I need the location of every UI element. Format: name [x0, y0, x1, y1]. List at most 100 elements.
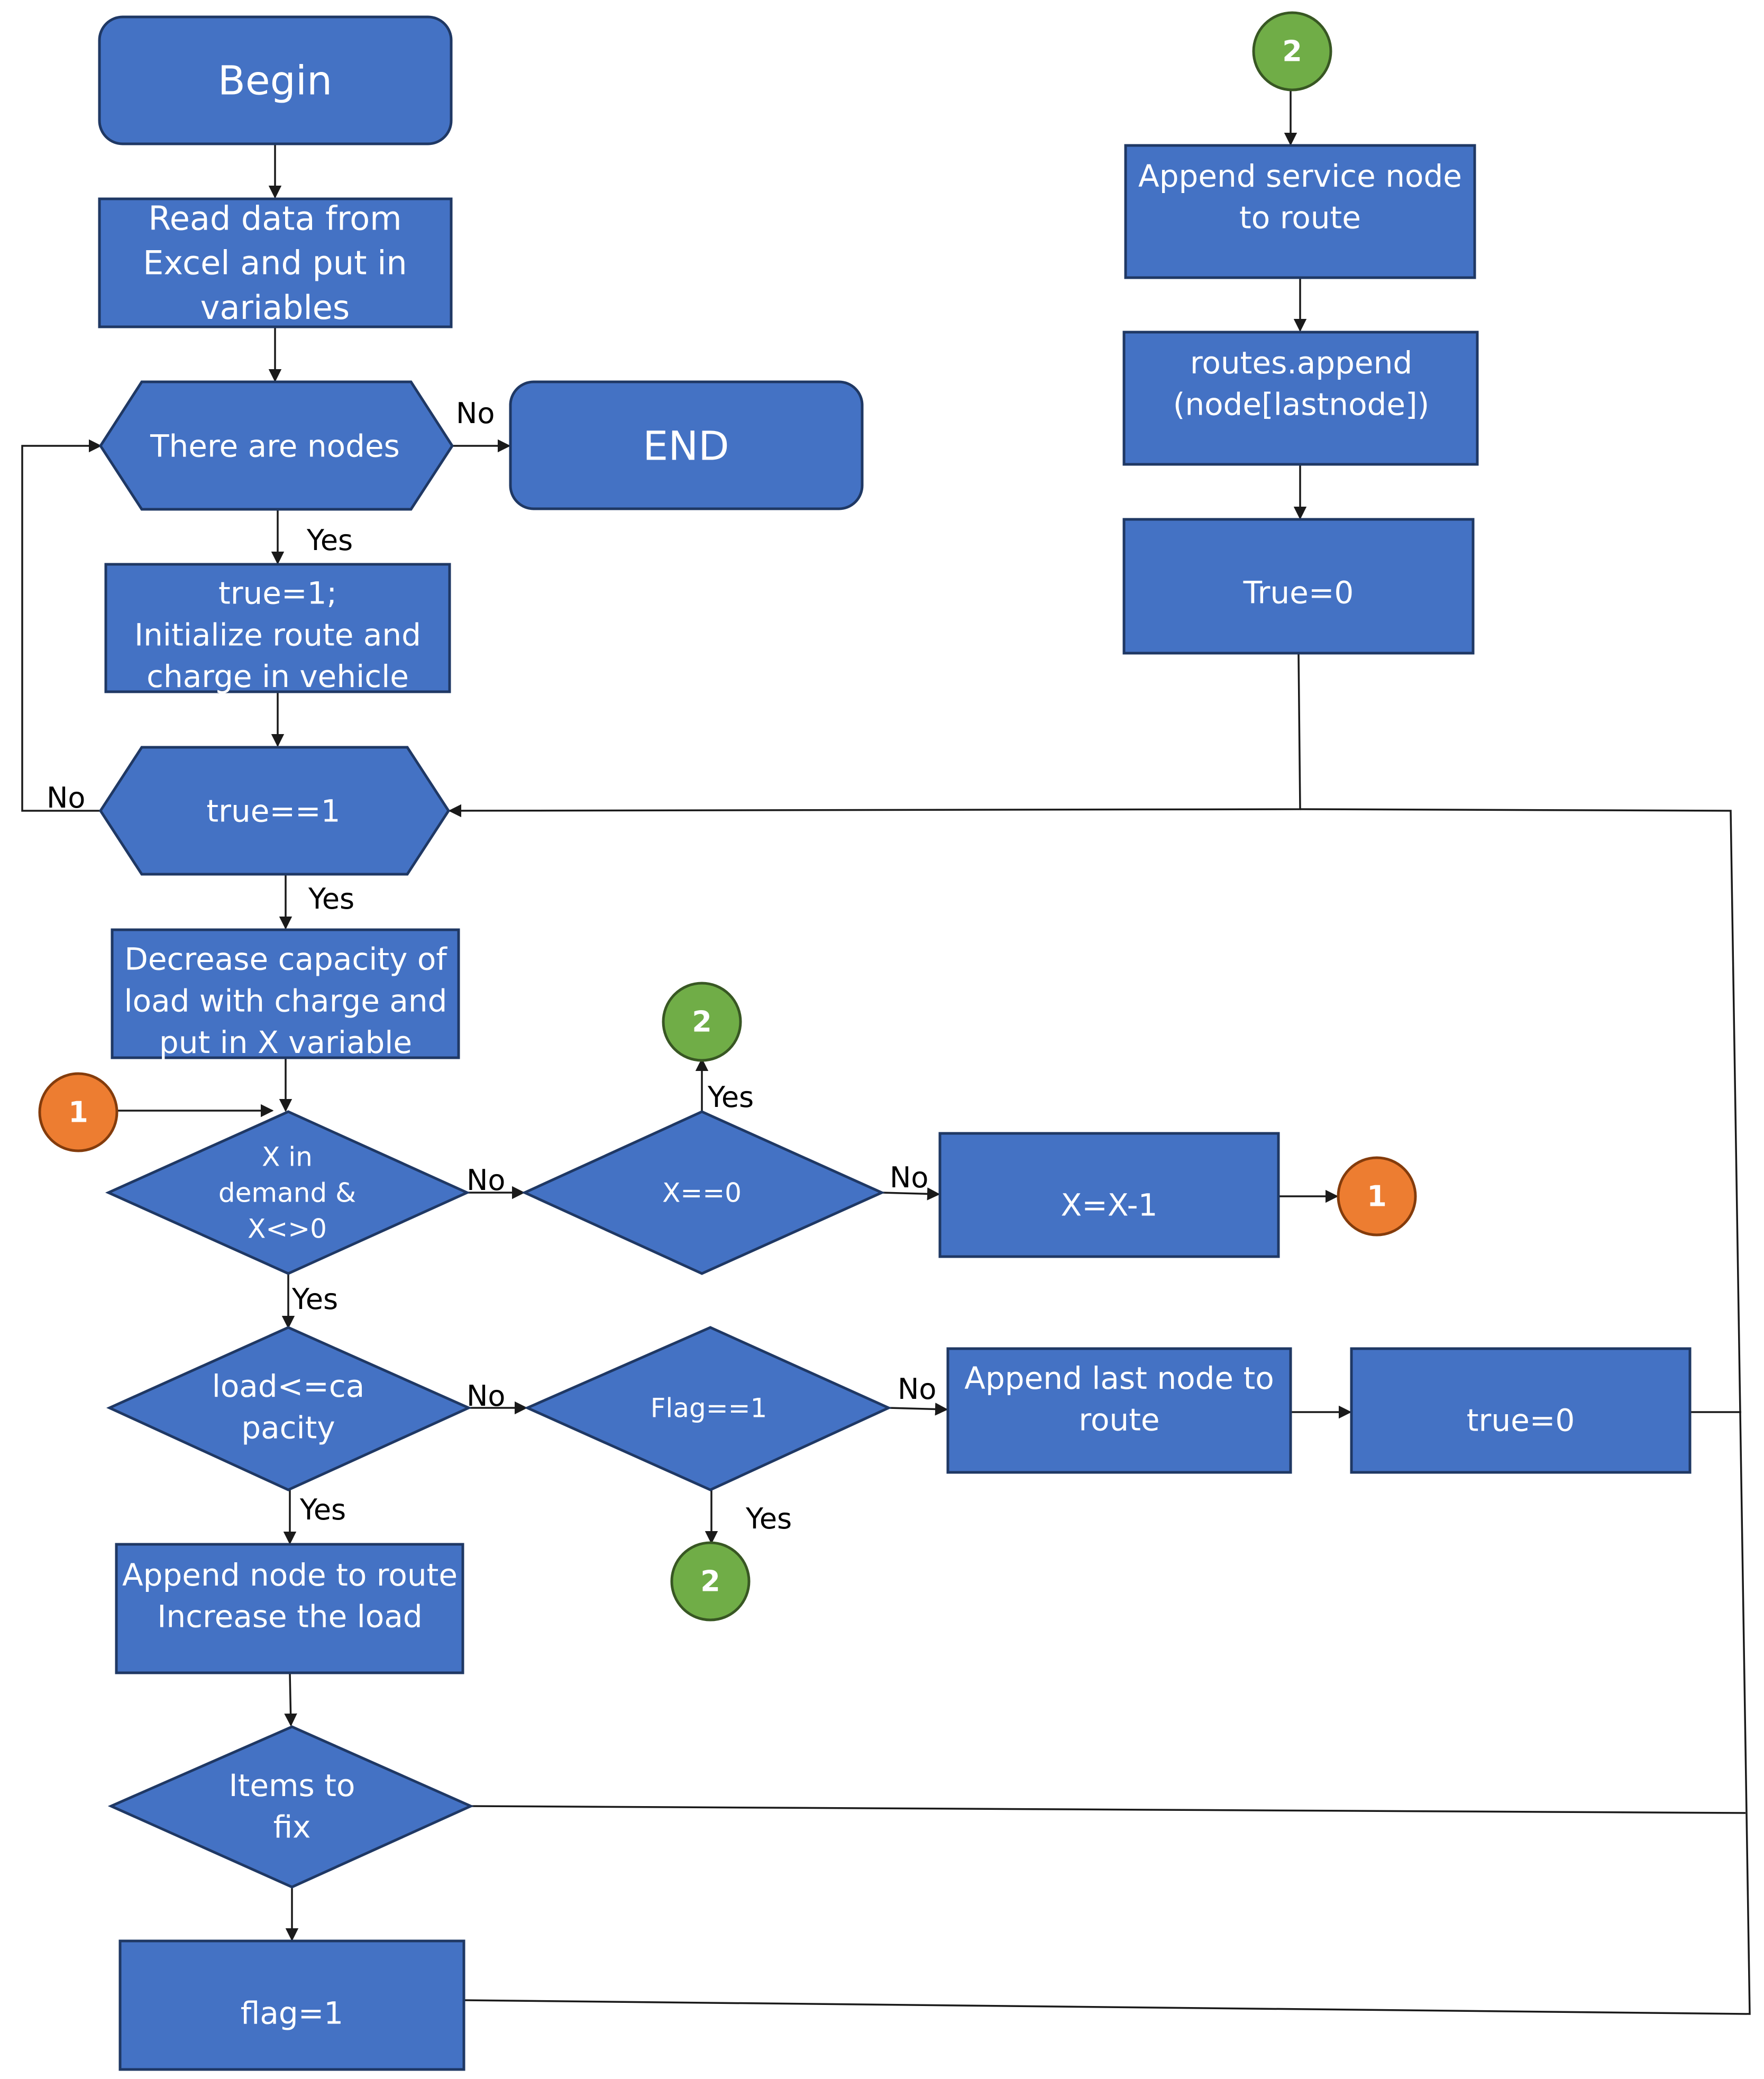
true-eq-0-lower-node[interactable]: true=0 — [1350, 1347, 1692, 1474]
x-in-demand-decision[interactable]: X in demand & X<>0 — [105, 1110, 471, 1275]
label-no-flag: No — [467, 1379, 505, 1413]
node-label-line: END — [643, 423, 729, 470]
connector-2-top[interactable]: 2 — [1252, 11, 1332, 91]
label-no-xdec: No — [890, 1161, 928, 1194]
svg-text:2: 2 — [692, 1005, 712, 1039]
there-are-nodes-decision[interactable]: There are nodes — [99, 380, 454, 511]
svg-text:X==0: X==0 — [662, 1178, 742, 1208]
node-label-line: true=1; — [218, 575, 337, 611]
node-label-line: X==0 — [662, 1178, 742, 1208]
svg-text:Flag==1: Flag==1 — [651, 1393, 767, 1424]
node-label-line: demand & — [218, 1178, 356, 1208]
node-label-line: Excel and put in — [143, 244, 407, 282]
svg-text:true=0: true=0 — [1467, 1402, 1575, 1438]
label-no-append-last: No — [898, 1372, 936, 1406]
svg-text:2: 2 — [700, 1565, 720, 1598]
true-eq-1-decision[interactable]: true==1 — [99, 746, 450, 876]
true-eq-0-upper-node[interactable]: True=0 — [1122, 518, 1475, 655]
node-label-line: Increase the load — [157, 1599, 422, 1635]
svg-text:flag=1: flag=1 — [241, 1995, 343, 2031]
node-label-line: pacity — [241, 1410, 335, 1446]
label-yes-append-node: Yes — [299, 1493, 346, 1526]
label-yes-load: Yes — [291, 1283, 338, 1316]
node-label-line: X<>0 — [248, 1214, 327, 1244]
edge-upper-true0-to-loop — [448, 653, 1301, 818]
connector-1-left[interactable]: 1 — [38, 1072, 118, 1152]
flag-eq-1-decision[interactable]: Flag==1 — [524, 1326, 892, 1491]
svg-text:load<=capacity: load<=capacity — [212, 1368, 365, 1446]
label-no-end: No — [456, 397, 495, 430]
edges — [21, 89, 1751, 2015]
x-eq-0-decision[interactable]: X==0 — [521, 1110, 885, 1275]
node-label-line: Read data from — [148, 199, 401, 237]
items-to-fix-decision[interactable]: Items to fix — [107, 1725, 474, 1889]
node-label-line: Decrease capacity of — [124, 941, 447, 977]
svg-text:1: 1 — [1367, 1180, 1387, 1213]
svg-text:X=X-1: X=X-1 — [1061, 1187, 1157, 1223]
connector-1-right[interactable]: 1 — [1337, 1156, 1417, 1237]
node-label-line: to route — [1239, 200, 1361, 236]
init-route-node[interactable]: true=1; Initialize route and charge in veh… — [104, 563, 451, 694]
node-label-line: X=X-1 — [1061, 1187, 1157, 1223]
node-label-line: fix — [273, 1809, 311, 1845]
svg-text:True=0: True=0 — [1243, 574, 1354, 610]
svg-text:END: END — [643, 423, 729, 470]
append-service-node-node[interactable]: Append service node to route — [1124, 144, 1476, 279]
node-label-line: variables — [200, 288, 350, 327]
decrease-capacity-node[interactable]: Decrease capacity of load with charge and… — [111, 928, 460, 1060]
node-label-line: routes.append — [1190, 345, 1412, 381]
label-no-loop: No — [47, 781, 85, 814]
x-decrement-node[interactable]: X=X-1 — [938, 1132, 1280, 1258]
label-yes-c2-low: Yes — [745, 1502, 792, 1535]
svg-text:2: 2 — [1282, 35, 1302, 68]
flag-set-1-node[interactable]: flag=1 — [118, 1939, 465, 2071]
edge-appendnode-to-items — [284, 1672, 297, 1727]
node-label-line: route — [1078, 1402, 1159, 1438]
node-label-line: Append last node to — [964, 1360, 1274, 1396]
node-label-line: X in — [262, 1142, 313, 1173]
node-label-line: Initialize route and — [134, 617, 421, 653]
svg-text:1: 1 — [68, 1096, 88, 1129]
node-label-line: Append service node — [1138, 158, 1462, 194]
edge-true1-no-loop — [21, 439, 102, 812]
node-label-line: There are nodes — [150, 428, 400, 464]
connector-2-low[interactable]: 2 — [670, 1541, 751, 1622]
node-label-line: charge in vehicle — [147, 658, 409, 694]
node-label-line: True=0 — [1243, 574, 1354, 610]
label-yes-decrease: Yes — [308, 882, 354, 915]
svg-text:There are nodes: There are nodes — [150, 428, 400, 464]
svg-text:Begin: Begin — [218, 57, 332, 104]
edge-flag-to-appendlast — [888, 1403, 948, 1416]
node-label-line: Items to — [229, 1767, 355, 1803]
connector-2-mid[interactable]: 2 — [662, 982, 742, 1062]
node-label-line: flag=1 — [241, 1995, 343, 2031]
label-no-x0: No — [467, 1164, 505, 1197]
node-label-line: load with charge and — [124, 983, 447, 1019]
svg-text:routes.append(node[lastnode]): routes.append (node[lastnode]) — [1173, 345, 1430, 423]
edge-items-to-right — [470, 1805, 1746, 1814]
append-last-node-node[interactable]: Append last node to route — [946, 1347, 1292, 1474]
label-yes-c2-mid: Yes — [707, 1080, 754, 1114]
begin-node[interactable]: Begin — [98, 15, 453, 145]
end-node[interactable]: END — [509, 380, 864, 510]
label-yes-init: Yes — [306, 524, 353, 557]
node-label-line: (node[lastnode]) — [1173, 387, 1430, 423]
routes-append-node[interactable]: routes.append (node[lastnode]) — [1122, 331, 1479, 466]
edge-labels: No Yes No Yes Yes No No Yes No No Yes Ye… — [47, 397, 936, 1535]
svg-text:true==1: true==1 — [206, 793, 340, 829]
node-label-line: put in X variable — [159, 1024, 412, 1060]
node-label-line: Begin — [218, 57, 332, 104]
node-label-line: true==1 — [206, 793, 340, 829]
